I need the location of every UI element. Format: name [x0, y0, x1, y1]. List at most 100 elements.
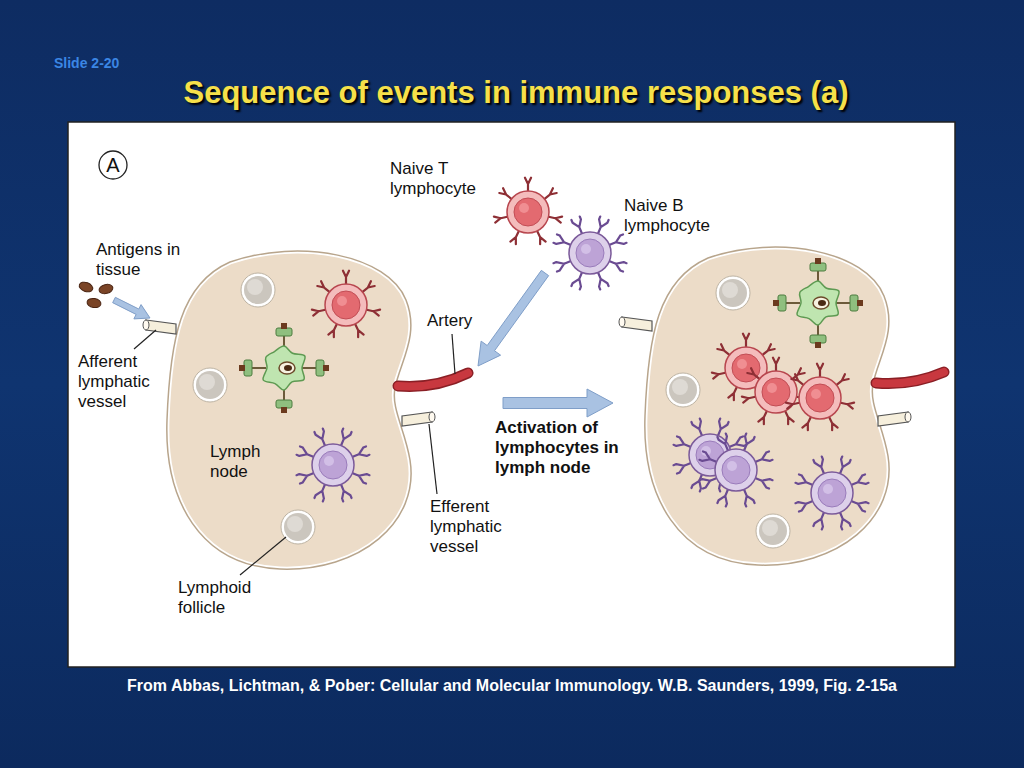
lymphatic-vessel	[402, 412, 432, 426]
follicle	[244, 276, 272, 304]
lymphoid-follicle	[281, 510, 315, 544]
cell-body	[507, 191, 549, 233]
receptor	[712, 334, 780, 401]
cell-body	[715, 449, 757, 491]
lymphatic-vessel	[146, 320, 176, 334]
process-label: Activation of lymphocytes in lymph node	[495, 418, 619, 478]
t-lymphocyte	[494, 178, 562, 245]
dendritic-cell	[773, 258, 863, 348]
t-lymphocyte	[786, 364, 854, 431]
source-caption: From Abbas, Lichtman, & Pober: Cellular …	[30, 676, 994, 696]
lymphatic-vessel	[878, 412, 908, 426]
vessel-opening	[143, 320, 149, 330]
leader-line	[134, 330, 156, 349]
vessel-opening	[429, 412, 435, 422]
follicle	[719, 279, 747, 307]
nucleus	[813, 297, 829, 309]
nucleus	[514, 198, 542, 226]
peptide	[281, 323, 287, 329]
cell-body	[797, 281, 839, 325]
structure-label: Lymphoid follicle	[178, 578, 266, 618]
receptor	[786, 364, 854, 431]
follicle	[284, 513, 312, 541]
arrow	[503, 389, 613, 417]
t-lymphocyte	[712, 334, 780, 401]
lymphoid-follicle	[716, 276, 750, 310]
highlight	[519, 203, 529, 213]
peptide	[857, 300, 863, 306]
t-lymphocyte	[312, 271, 380, 338]
follicle	[196, 371, 224, 399]
receptor	[700, 434, 773, 507]
panel-letter: A	[100, 154, 126, 176]
follicle-shine	[287, 516, 303, 532]
nucleus	[319, 451, 347, 479]
follicle-shine	[762, 520, 778, 536]
cell-body	[312, 444, 354, 486]
cell-body	[799, 377, 841, 419]
lymphoid-follicle	[756, 514, 790, 548]
mhc-molecule	[276, 328, 292, 336]
peptide	[323, 365, 329, 371]
arrow	[478, 270, 549, 366]
nucleus	[332, 291, 360, 319]
follicle-shine	[247, 279, 263, 295]
receptor	[312, 271, 380, 338]
artery	[876, 372, 944, 384]
slide-number: Slide 2-20	[54, 53, 174, 73]
nucleus-core	[284, 365, 292, 371]
node-label: Lymph node	[210, 442, 272, 482]
peptide	[239, 365, 245, 371]
highlight	[581, 244, 591, 254]
follicle-ring	[756, 514, 790, 548]
panel-letter-circle	[99, 151, 127, 179]
nucleus	[576, 239, 604, 267]
b-lymphocyte	[700, 434, 773, 507]
b-lymphocyte	[796, 457, 869, 530]
nucleus	[818, 479, 846, 507]
peptide	[815, 342, 821, 348]
follicle-shine	[672, 379, 688, 395]
lymph-node: Lymph node	[160, 236, 425, 576]
antigen	[98, 283, 114, 295]
follicle-ring	[716, 276, 750, 310]
follicle-ring	[281, 510, 315, 544]
arrow	[113, 297, 150, 319]
highlight	[823, 484, 833, 494]
vessel-label: Afferent lymphatic vessel	[78, 352, 166, 412]
peptide	[815, 258, 821, 264]
nucleus	[732, 354, 760, 382]
lymph-node-drawing	[160, 236, 425, 576]
leader-line	[240, 537, 286, 575]
mhc-molecule	[810, 335, 826, 343]
receptor	[297, 429, 370, 502]
antigen	[78, 280, 94, 293]
follicle-ring	[666, 373, 700, 407]
peptide	[773, 300, 779, 306]
leader-line	[452, 334, 455, 374]
cell-body	[811, 472, 853, 514]
highlight	[767, 383, 777, 393]
nucleus	[279, 362, 295, 374]
lymphoid-follicle	[666, 373, 700, 407]
b-lymphocyte	[297, 429, 370, 502]
highlight	[337, 296, 347, 306]
follicle-ring	[241, 273, 275, 307]
lymph-node-outline	[645, 247, 889, 565]
lymphatic-vessel	[622, 317, 652, 331]
vessel-label: Efferent lymphatic vessel	[430, 497, 518, 557]
nucleus	[722, 456, 750, 484]
cell-body	[569, 232, 611, 274]
dendritic-cell	[239, 323, 329, 413]
lymph-node-border	[167, 251, 411, 569]
cell-label: Naive T lymphocyte	[390, 159, 508, 199]
mhc-molecule	[778, 295, 786, 311]
leader-line	[429, 424, 437, 494]
receptor	[554, 217, 627, 290]
follicle	[669, 376, 697, 404]
slide-title: Sequence of events in immune responses (…	[4, 75, 1024, 111]
activated-lymph-node	[645, 247, 889, 565]
highlight	[727, 461, 737, 471]
receptor	[494, 178, 562, 245]
